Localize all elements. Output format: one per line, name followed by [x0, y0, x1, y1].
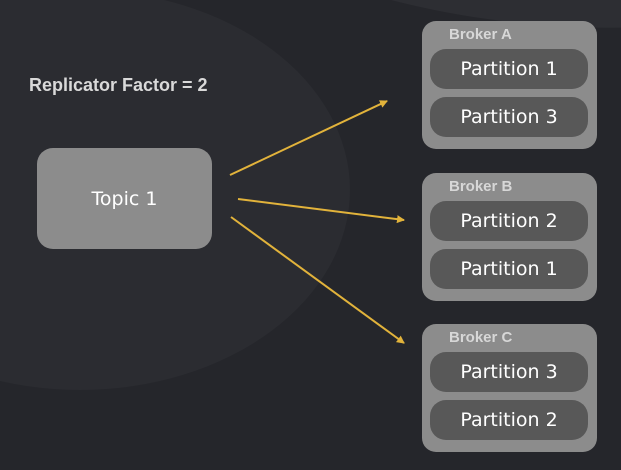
broker-a-title: Broker A [449, 26, 512, 43]
topic-label: Topic 1 [91, 187, 158, 210]
broker-b-title: Broker B [449, 178, 513, 195]
broker-b-partition: Partition 2 [430, 201, 588, 241]
broker-a-partition: Partition 3 [430, 97, 588, 137]
arrow-to-broker-c [230, 216, 405, 344]
arrow-to-broker-b [237, 198, 405, 224]
broker-c: Broker C Partition 3 Partition 2 [422, 324, 597, 452]
arrow-to-broker-a [229, 100, 388, 176]
broker-b: Broker B Partition 2 Partition 1 [422, 173, 597, 301]
replication-factor-label: Replicator Factor = 2 [29, 75, 208, 95]
topic-box: Topic 1 [37, 148, 212, 249]
broker-c-partition: Partition 2 [430, 400, 588, 440]
broker-c-title: Broker C [449, 329, 513, 346]
broker-a-partition: Partition 1 [430, 49, 588, 89]
broker-b-partition: Partition 1 [430, 249, 588, 289]
broker-c-partition: Partition 3 [430, 352, 588, 392]
broker-a: Broker A Partition 1 Partition 3 [422, 21, 597, 149]
